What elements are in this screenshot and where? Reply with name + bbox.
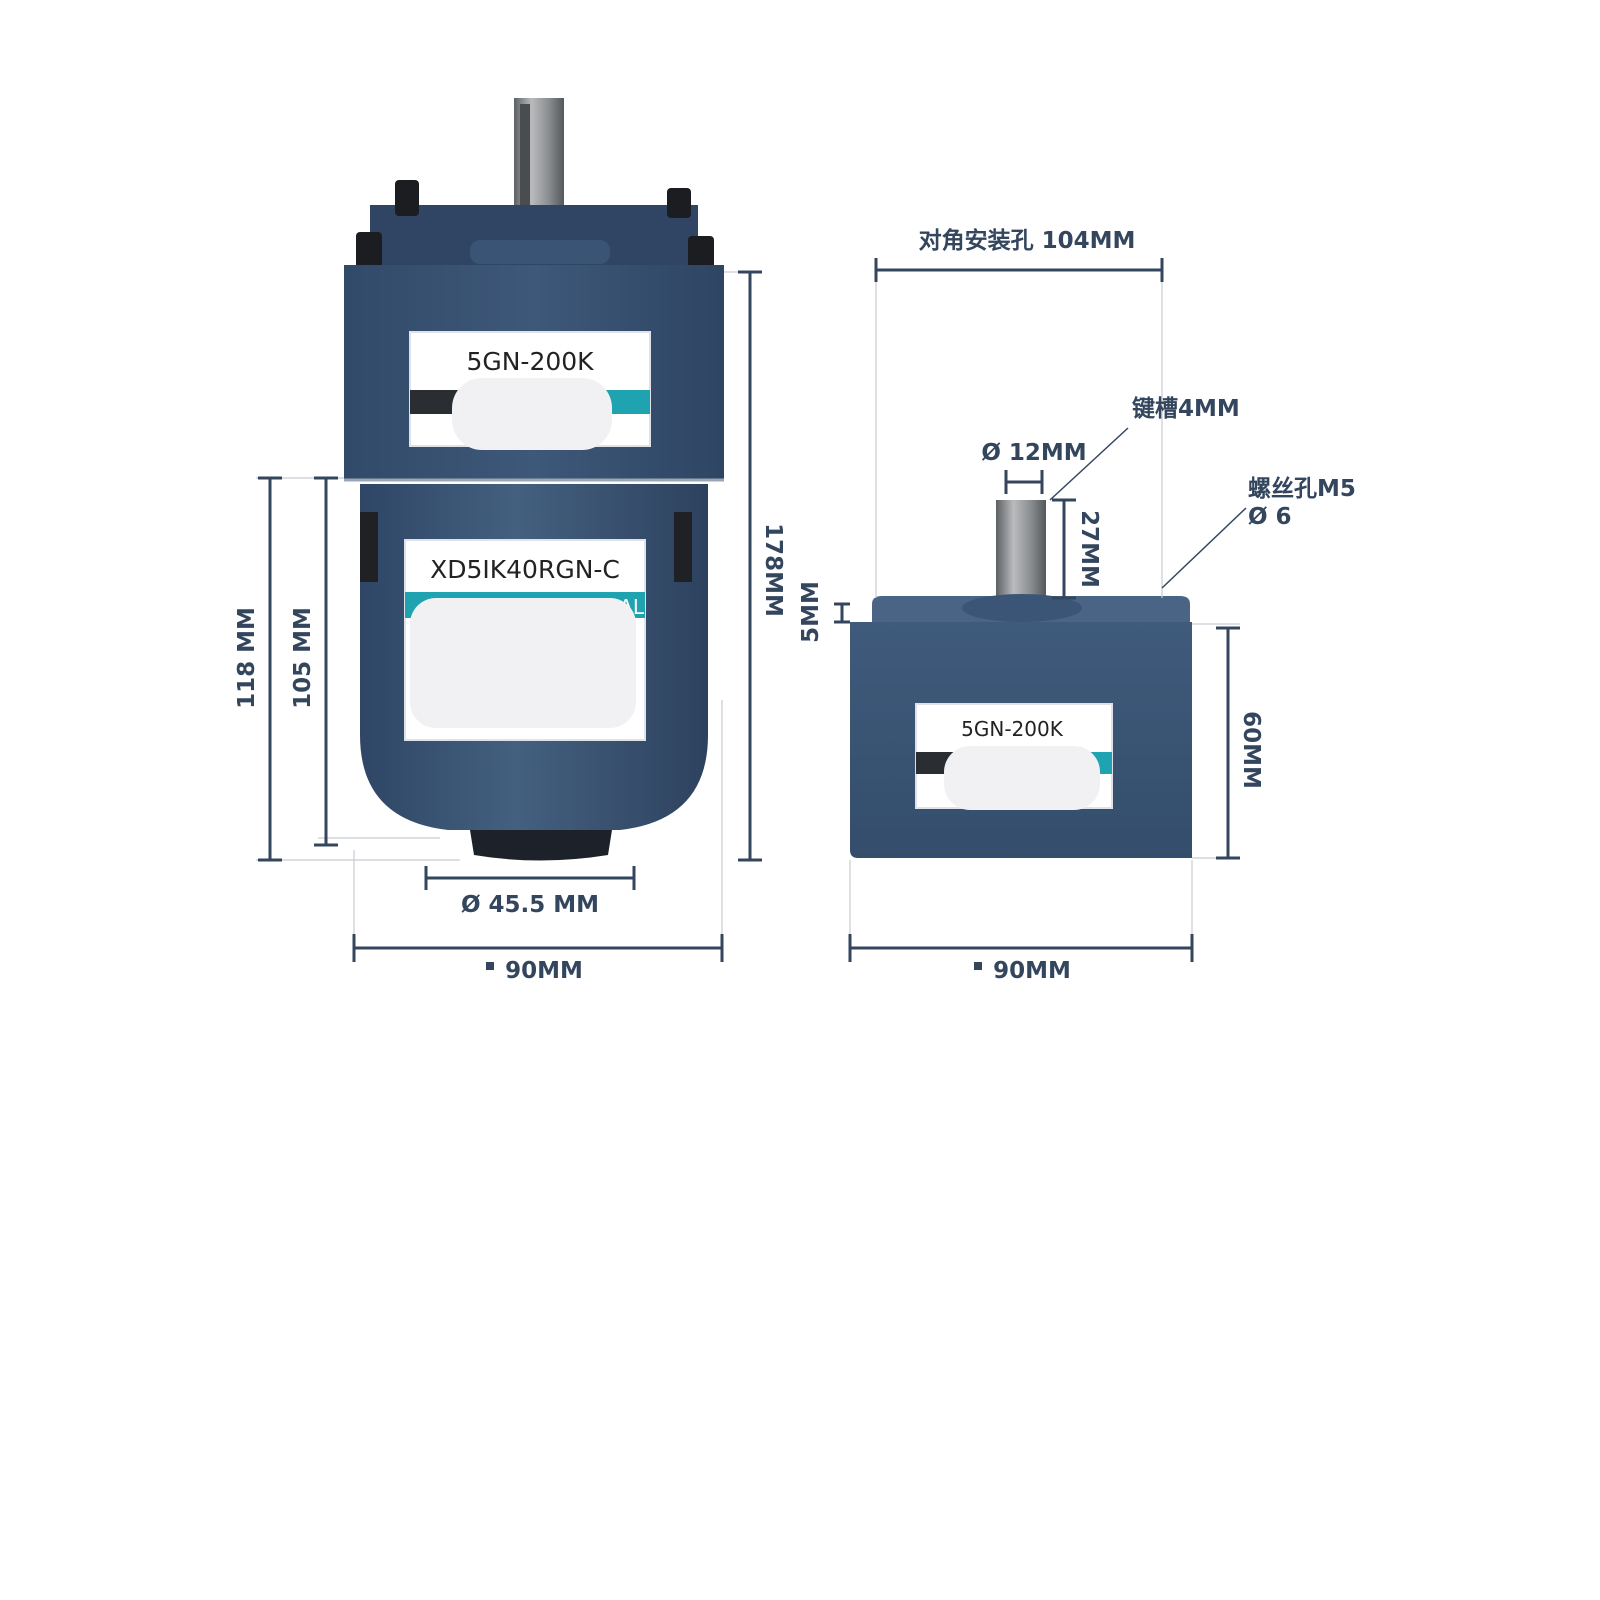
dim-side-90mm: 90MM — [848, 934, 1194, 984]
dim-flange-5mm-text: 5MM — [798, 581, 824, 643]
dim-screw-hole-dia-text: Ø 6 — [1248, 504, 1292, 530]
side-gearbox-label: 5GN-200K — [915, 703, 1113, 810]
dim-diagonal-104mm-text: 对角安装孔 104MM — [919, 227, 1136, 254]
dim-keyway-4mm: 键槽4MM — [1049, 395, 1240, 501]
dim-105mm: 105 MM — [290, 476, 338, 847]
front-motor-label-blur — [410, 598, 636, 728]
dim-105mm-text: 105 MM — [290, 607, 316, 709]
dim-gearbox-60mm: 60MM — [1216, 626, 1264, 860]
dim-shaft-12mm-text: Ø 12MM — [981, 440, 1086, 466]
dim-front-90mm: 90MM — [352, 934, 724, 984]
dim-45-5mm: Ø 45.5 MM — [424, 866, 636, 918]
side-dimensions: 对角安装孔 104MM 键槽4MM Ø 12MM 螺丝孔M5 Ø 6 27MM — [798, 227, 1356, 984]
front-motor-left-bolt — [360, 512, 378, 582]
front-shaft-boss — [470, 240, 610, 264]
side-output-shaft — [996, 500, 1046, 610]
front-motor-label: XD5IK40RGN-C ANICAL — [404, 539, 646, 741]
front-motor-model-text: XD5IK40RGN-C — [430, 555, 620, 584]
front-shaft-keyway — [520, 104, 530, 234]
dim-178mm-text: 178MM — [760, 523, 786, 617]
dim-118mm: 118 MM — [234, 476, 282, 862]
front-motor-right-bolt — [674, 512, 692, 582]
dim-screw-hole: 螺丝孔M5 Ø 6 — [1161, 476, 1356, 589]
dim-shaft-12mm: Ø 12MM — [981, 440, 1087, 494]
side-shaft-boss — [962, 594, 1082, 622]
dim-side-90mm-text: 90MM — [993, 958, 1071, 984]
side-gearbox-model-text: 5GN-200K — [961, 717, 1064, 741]
dim-keyway-4mm-text: 键槽4MM — [1132, 395, 1240, 422]
dim-shaft-27mm-text: 27MM — [1076, 510, 1102, 588]
front-motor-bottom-cap — [470, 830, 612, 861]
dim-shaft-27mm: 27MM — [1052, 498, 1102, 600]
dim-gearbox-60mm-text: 60MM — [1238, 711, 1264, 789]
front-top-screws — [356, 180, 714, 274]
front-gearbox-model-text: 5GN-200K — [466, 347, 594, 376]
dim-45-5mm-text: Ø 45.5 MM — [461, 892, 599, 918]
front-gearbox-label-blur — [452, 378, 612, 450]
front-gearbox-label: 5GN-200K — [409, 331, 651, 450]
front-view: 5GN-200K XD5IK40RGN-C ANICAL — [344, 98, 724, 861]
side-view: 5GN-200K — [850, 500, 1192, 858]
dim-screw-hole-text: 螺丝孔M5 — [1248, 476, 1356, 502]
dim-front-90mm-text: 90MM — [505, 958, 583, 984]
dim-178mm: 178MM — [738, 270, 786, 862]
dim-flange-5mm: 5MM — [798, 581, 850, 643]
dim-118mm-text: 118 MM — [234, 607, 260, 709]
dim-diagonal-104mm: 对角安装孔 104MM — [874, 227, 1164, 282]
front-dimensions: 118 MM 105 MM 178MM Ø 45.5 MM — [234, 270, 786, 984]
side-gearbox-label-blur — [944, 746, 1100, 810]
